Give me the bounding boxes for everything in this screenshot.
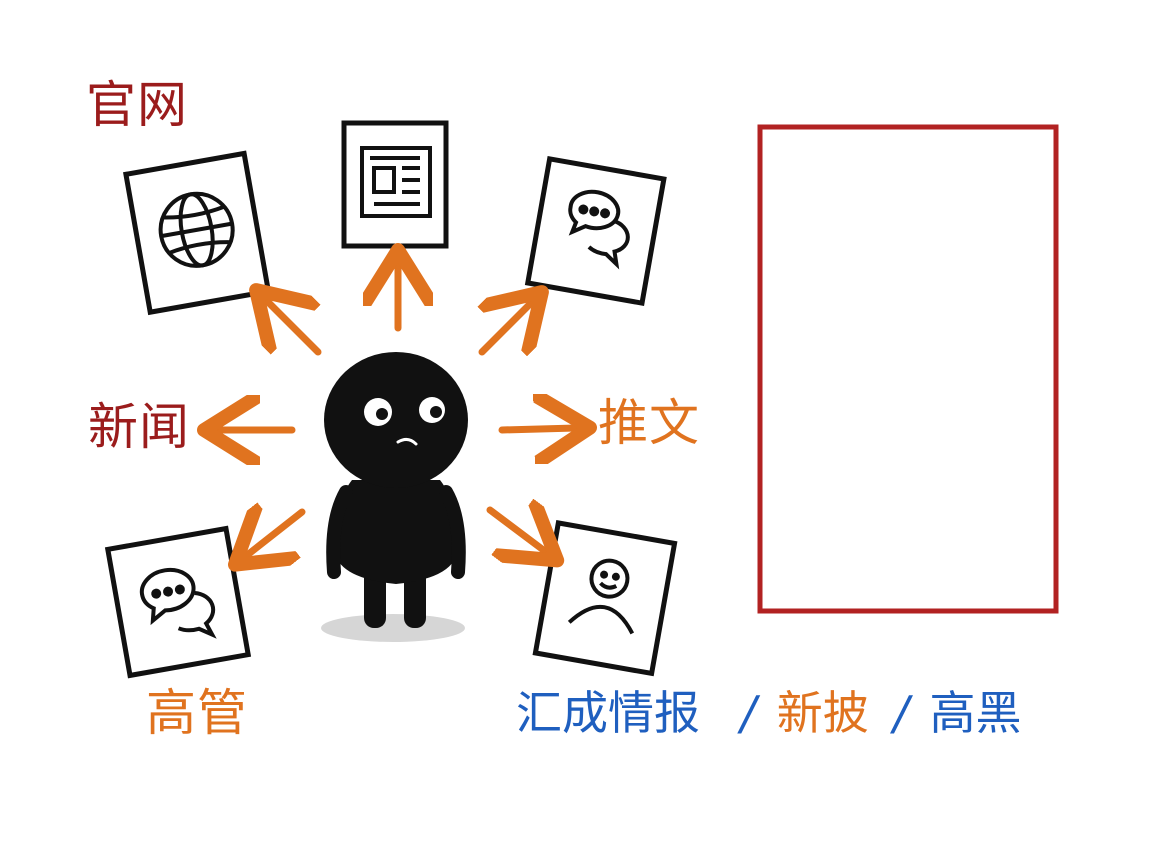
caption-part2: 新披 (776, 686, 869, 740)
newspaper-card (341, 120, 449, 249)
label-guanwang: 官网 (86, 76, 188, 134)
arrow-to-tuiwen (498, 428, 576, 430)
chat-bubbles-icon (568, 189, 630, 270)
figure-shadow (321, 614, 465, 642)
caption: 汇成情报 / 新披 / 高黑 (516, 690, 1022, 736)
chat-card-bottom (104, 525, 252, 679)
globe-icon (158, 191, 235, 268)
chat-bubbles-icon (139, 567, 217, 639)
caption-separator-1: / (740, 686, 757, 740)
empty-frame (757, 124, 1059, 614)
arrow-to-globe (266, 300, 322, 356)
caption-part1: 汇成情报 (516, 686, 700, 740)
label-gaoguan: 高管 (146, 684, 248, 742)
newspaper-icon (360, 146, 432, 218)
arrow-to-person (486, 510, 546, 552)
person-card (532, 520, 678, 677)
chat-card-top (524, 155, 667, 306)
globe-card (123, 150, 272, 316)
caption-separator-2: / (893, 686, 909, 740)
character-figure (321, 352, 468, 642)
arrow-to-chat-top (482, 302, 532, 352)
label-xinwen: 新闻 (88, 398, 190, 456)
arrow-to-chat-bottom (246, 512, 306, 556)
arrows (218, 264, 576, 556)
label-tuiwen: 推文 (598, 394, 700, 452)
person-icon (567, 558, 635, 635)
caption-part3: 高黑 (929, 686, 1022, 740)
